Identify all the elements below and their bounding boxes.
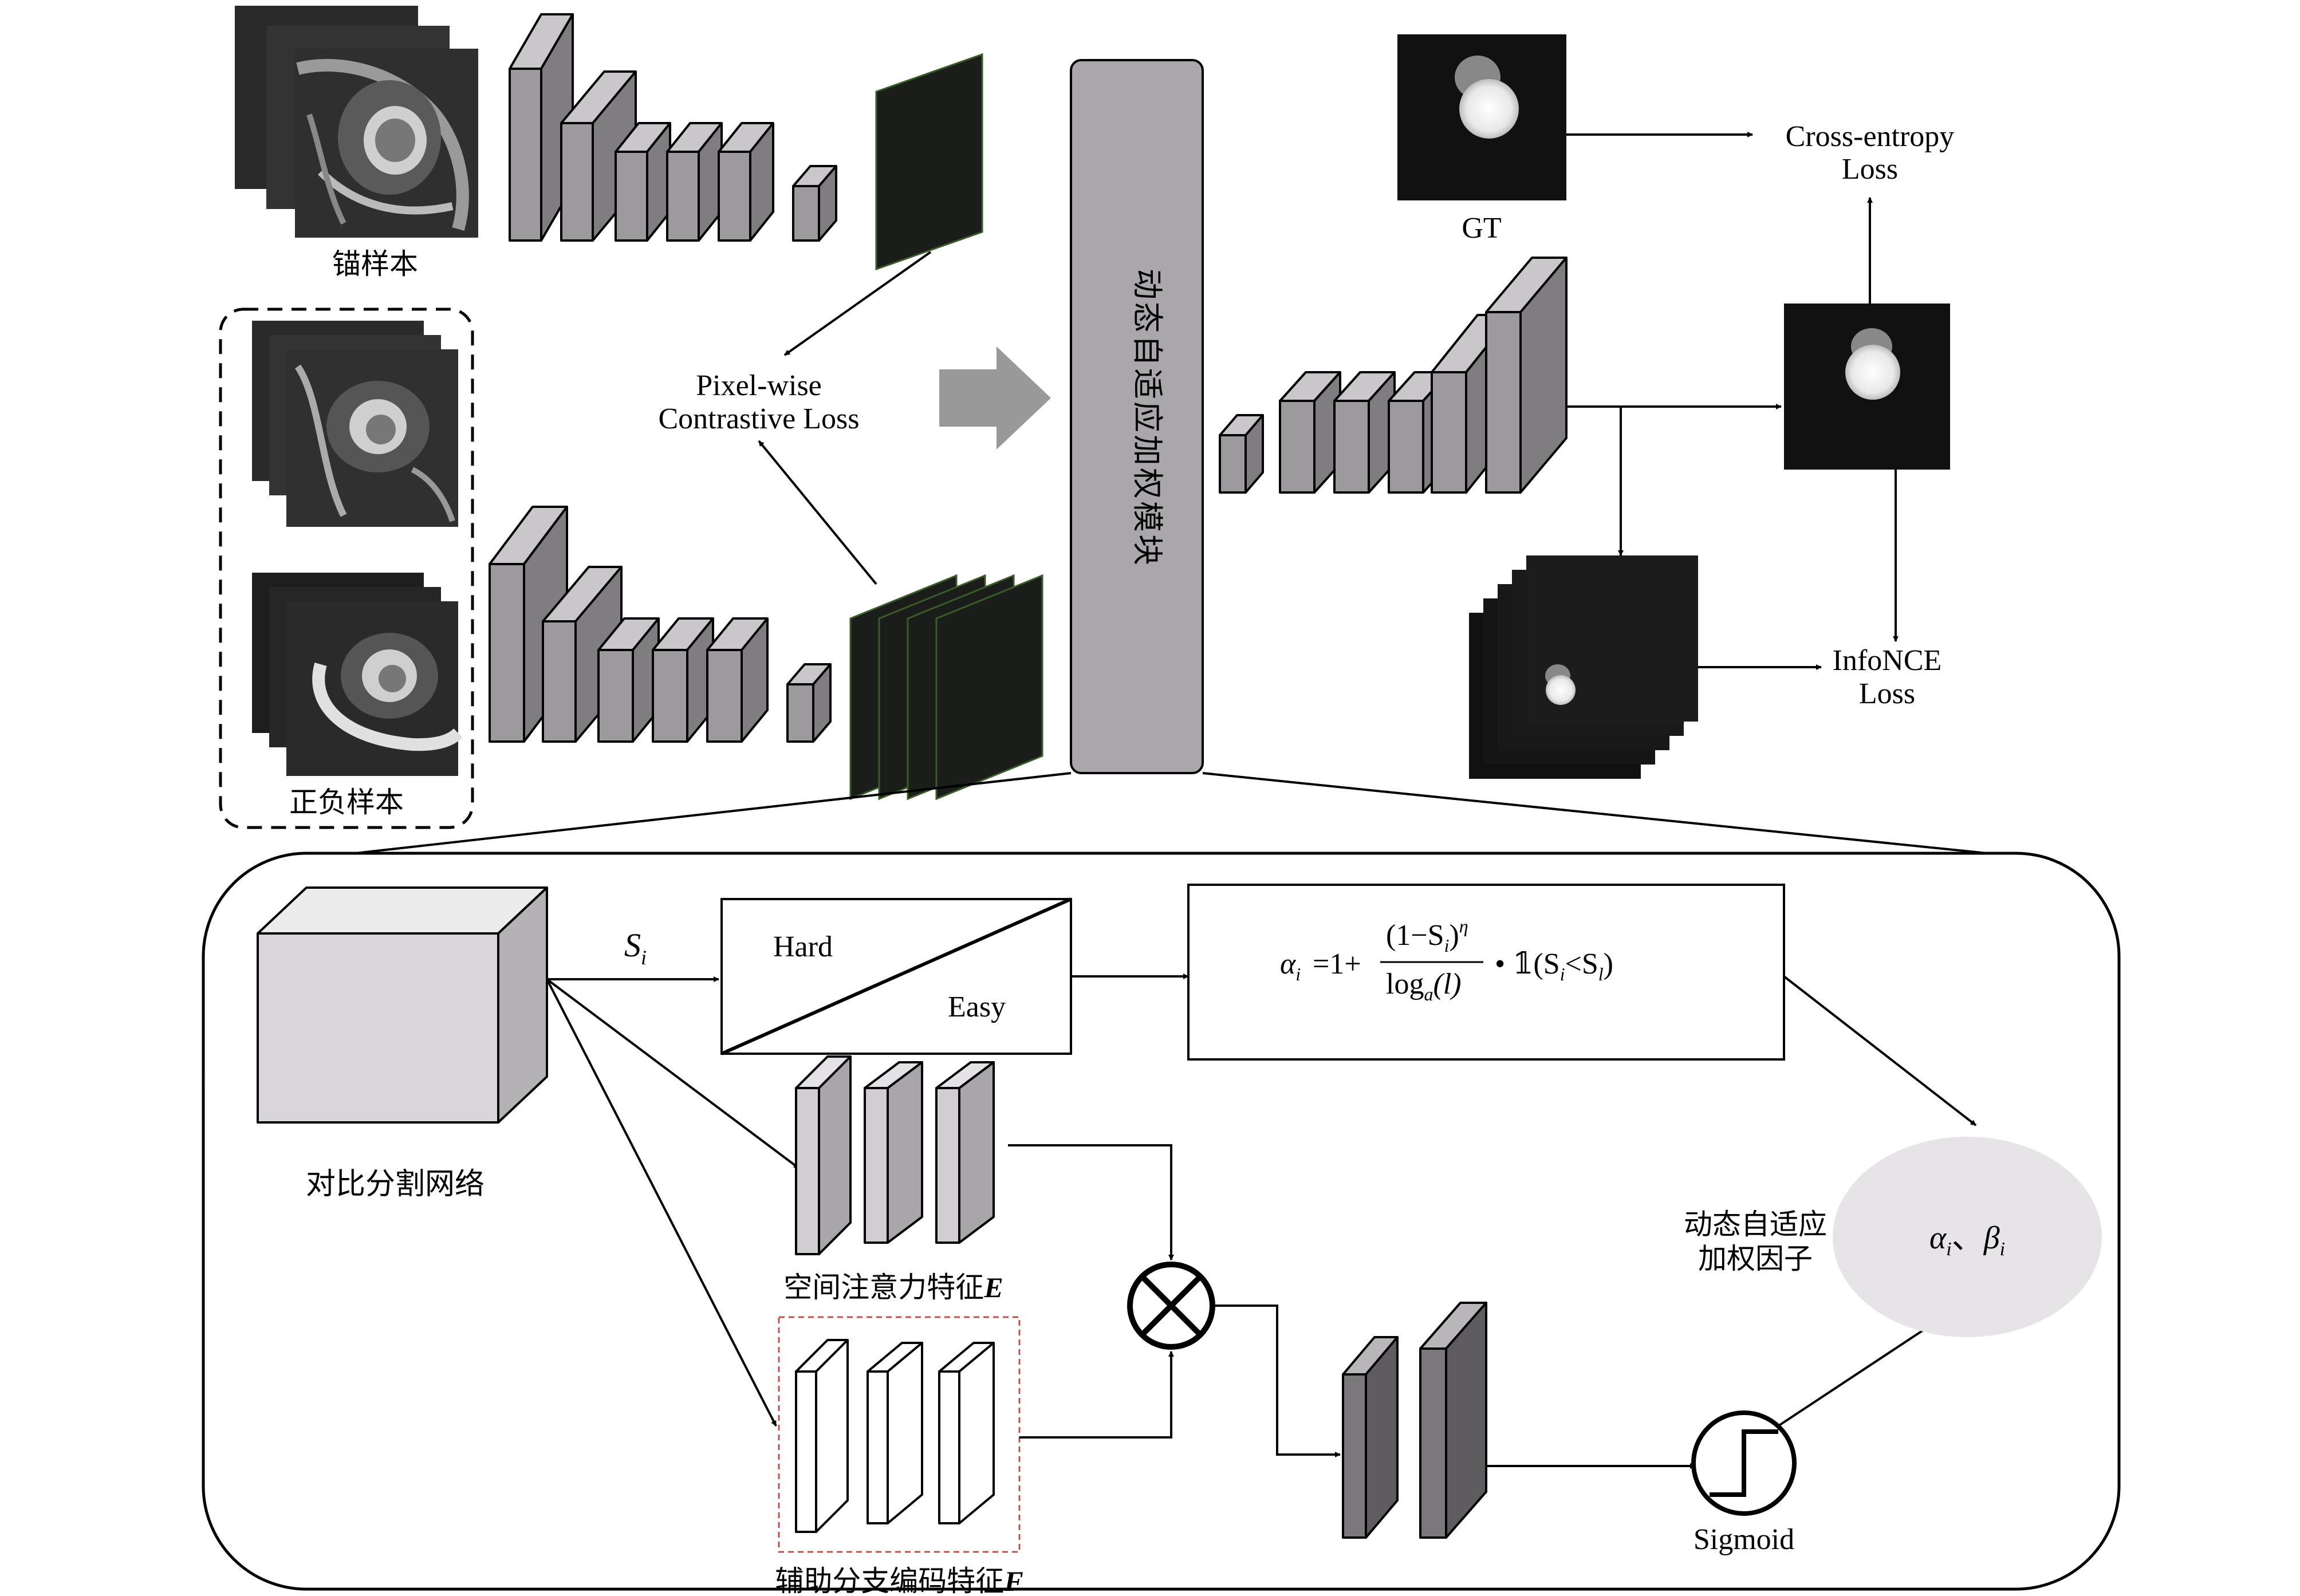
anchor-mri-stack bbox=[235, 6, 478, 238]
formula-num-sub: i bbox=[1444, 935, 1450, 956]
posneg-dashed-frame bbox=[219, 308, 474, 829]
arrow-spatial-to-multiply bbox=[1008, 1144, 1174, 1260]
si-label: Si bbox=[624, 927, 647, 969]
negative-mri-stack bbox=[252, 573, 463, 776]
hard-label: Hard bbox=[773, 931, 833, 963]
si-sub: i bbox=[641, 946, 647, 969]
easy-label: Easy bbox=[948, 991, 1006, 1023]
module-label: 动态自适应加权模块 bbox=[1129, 269, 1165, 568]
formula-indicator: • 𝟙(Si<Sl) bbox=[1495, 948, 1613, 984]
si-main: S bbox=[624, 927, 641, 964]
zoom-line-left bbox=[355, 772, 1072, 854]
aux-branch-blocks bbox=[795, 1339, 995, 1533]
hard-easy-diagonal bbox=[720, 897, 1072, 1055]
big-flow-arrow bbox=[939, 346, 1051, 450]
pixel-loss-label-1: Pixel-wise bbox=[696, 369, 822, 402]
weight-factor-ellipse bbox=[1833, 1137, 2102, 1337]
formula-den-arg: (l) bbox=[1433, 968, 1461, 1000]
gt-label: GT bbox=[1462, 212, 1501, 245]
sigmoid-icon bbox=[1691, 1410, 1797, 1516]
formula-lhs: αi bbox=[1280, 948, 1301, 984]
fusion-conv-blocks bbox=[1342, 1302, 1487, 1539]
spatial-label-symbol: E bbox=[983, 1271, 1003, 1303]
aux-dashed-frame bbox=[778, 1316, 1021, 1553]
spatial-attention-blocks bbox=[795, 1055, 995, 1255]
formula-den-base: a bbox=[1424, 984, 1433, 1004]
arrow-sigmoid-to-ellipse bbox=[1777, 1319, 1940, 1427]
arrow-formula-to-ellipse bbox=[1783, 975, 1977, 1126]
ellipse-beta: β bbox=[1983, 1220, 2000, 1256]
formula-num-eta: η bbox=[1459, 916, 1468, 936]
infonce-label-2: Loss bbox=[1859, 677, 1915, 710]
sigmoid-label: Sigmoid bbox=[1694, 1523, 1794, 1556]
seg-net-label: 对比分割网络 bbox=[306, 1167, 485, 1201]
arrow-to-aux bbox=[546, 979, 777, 1426]
ellipse-alpha: α bbox=[1929, 1220, 1947, 1256]
posneg-label: 正负样本 bbox=[289, 786, 404, 819]
infonce-mask-stack bbox=[1469, 555, 1698, 779]
arrow-aux-to-multiply bbox=[1019, 1351, 1174, 1439]
detail-panel-frame bbox=[202, 852, 2121, 1591]
formula-ind-close: ) bbox=[1604, 948, 1613, 980]
posneg-feature-maps bbox=[849, 574, 1043, 801]
ellipse-beta-sub: i bbox=[2000, 1239, 2005, 1260]
formula-denominator: loga(l) bbox=[1386, 968, 1462, 1004]
formula-eq: =1+ bbox=[1313, 948, 1361, 980]
alpha-formula: αi =1+ (1−Si)η loga(l) • 𝟙(Si<Sl) bbox=[1280, 916, 1613, 1004]
formula-ind-sub-l: l bbox=[1598, 964, 1604, 984]
pixel-loss-label-2: Contrastive Loss bbox=[659, 403, 860, 435]
formula-den-log: log bbox=[1386, 968, 1424, 1000]
formula-alpha-sub: i bbox=[1295, 964, 1301, 984]
spatial-label: 空间注意力特征E bbox=[783, 1271, 1003, 1304]
formula-numerator: (1−Si)η bbox=[1386, 916, 1468, 956]
formula-box bbox=[1187, 884, 1785, 1061]
arrow-posneg-to-pixel-loss bbox=[758, 440, 877, 585]
formula-ind-sub-i: i bbox=[1560, 964, 1565, 984]
aux-label-text: 辅助分支编码特征 bbox=[775, 1565, 1004, 1596]
adaptive-weight-module bbox=[1070, 59, 1204, 774]
ellipse-factors: αi、βi bbox=[1929, 1219, 2005, 1260]
formula-ind-open: • 𝟙(S bbox=[1495, 948, 1560, 980]
ce-loss-label-1: Cross-entropy bbox=[1786, 120, 1955, 153]
zoom-line-right bbox=[1202, 772, 1988, 854]
arrow-anchor-to-pixel-loss bbox=[783, 251, 932, 356]
multiply-operator-icon bbox=[1127, 1262, 1215, 1350]
formula-num-open: (1−S bbox=[1386, 919, 1444, 952]
formula-alpha: α bbox=[1280, 948, 1297, 980]
arrow-to-spatial bbox=[546, 978, 800, 1169]
ellipse-sep: 、 bbox=[1952, 1219, 1984, 1256]
spatial-label-text: 空间注意力特征 bbox=[783, 1271, 984, 1304]
aux-label: 辅助分支编码特征F bbox=[775, 1565, 1023, 1596]
factor-label-2: 加权因子 bbox=[1698, 1242, 1813, 1275]
prediction-mask-image bbox=[1784, 304, 1950, 470]
ce-loss-label-2: Loss bbox=[1842, 153, 1898, 186]
arrow-multiply-to-conv bbox=[1212, 1305, 1341, 1457]
posneg-encoder-blocks bbox=[489, 506, 832, 743]
decoder-blocks bbox=[1219, 257, 1568, 494]
anchor-encoder-blocks bbox=[509, 13, 837, 242]
anchor-label: 锚样本 bbox=[332, 247, 418, 281]
formula-ind-lt: <S bbox=[1565, 948, 1598, 980]
ellipse-alpha-sub: i bbox=[1946, 1239, 1951, 1260]
gt-mask-image bbox=[1397, 34, 1566, 200]
positive-mri-stack bbox=[252, 321, 458, 527]
aux-label-symbol: F bbox=[1003, 1565, 1023, 1596]
infonce-label-1: InfoNCE bbox=[1833, 644, 1942, 677]
factor-label-1: 动态自适应 bbox=[1684, 1208, 1827, 1241]
seg-net-cube bbox=[257, 886, 548, 1124]
formula-num-close: ) bbox=[1449, 919, 1459, 952]
anchor-feature-map bbox=[875, 53, 983, 271]
anchor-mri-image bbox=[295, 49, 478, 238]
